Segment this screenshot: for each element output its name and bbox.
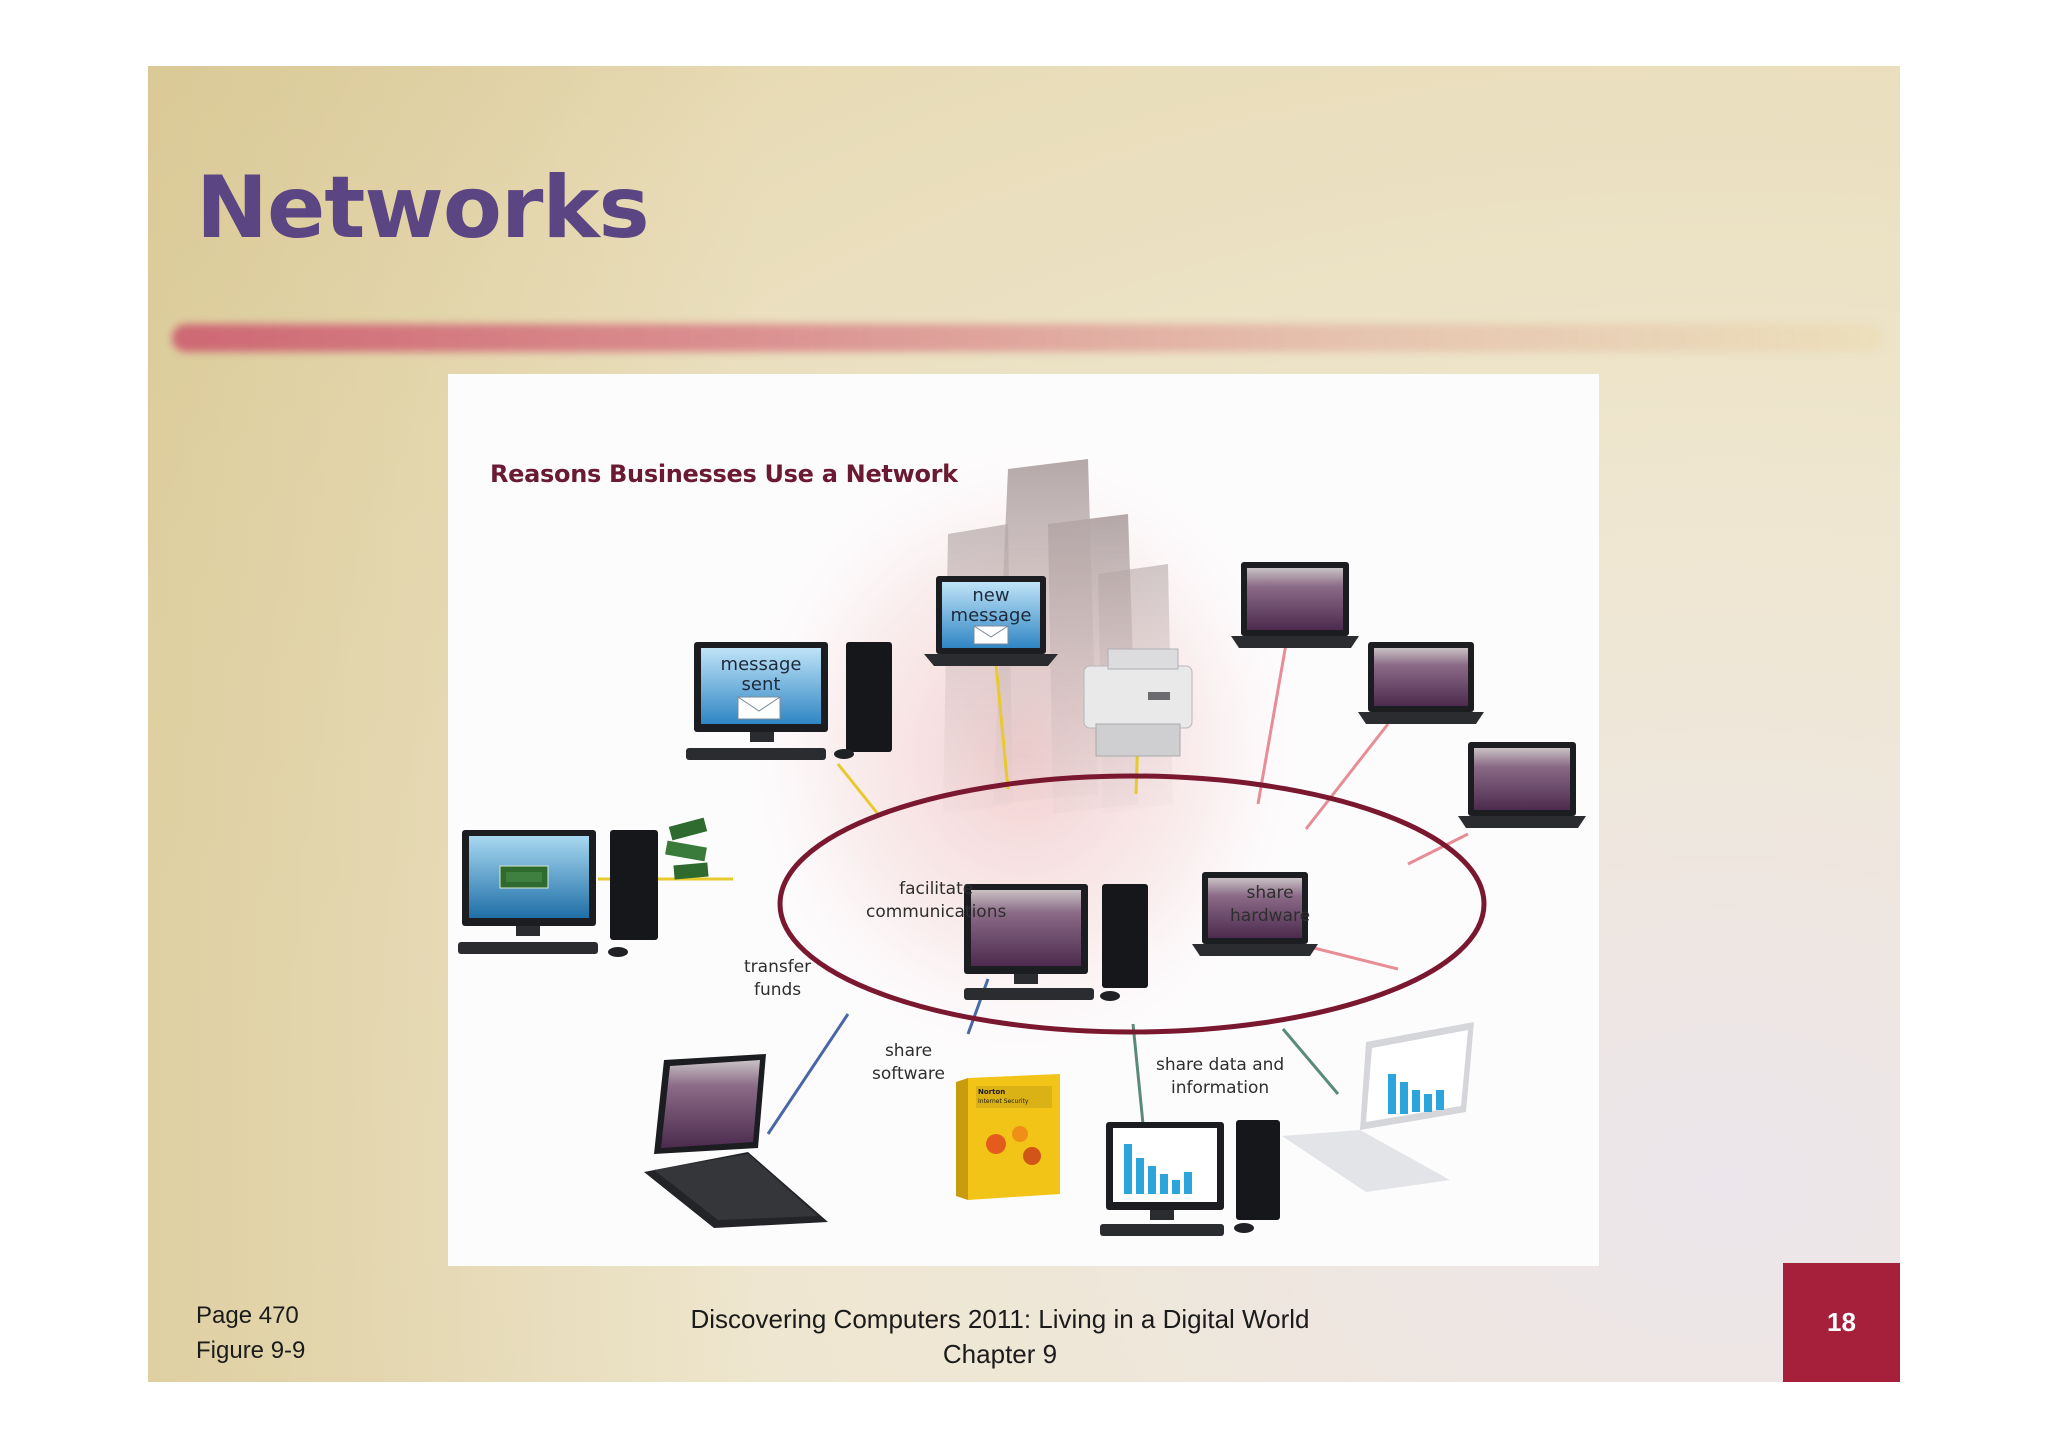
slide-title: Networks: [196, 158, 650, 258]
slide-number-badge: 18: [1783, 1263, 1900, 1382]
network-ring: [777, 773, 1487, 1035]
label-line: share: [1246, 883, 1294, 903]
network-diagram: message sent new message: [458, 424, 1586, 1236]
label-line: transfer: [744, 957, 812, 977]
label-line: software: [872, 1064, 946, 1084]
laptop-bottom-right: [1282, 1022, 1474, 1192]
label-line: funds: [753, 980, 802, 1000]
laptop-right-middle: [1358, 642, 1484, 724]
desktop-center: [964, 884, 1148, 1001]
footer-book-title: Discovering Computers 2011: Living in a …: [690, 1304, 1310, 1334]
screen-text-message: message: [721, 654, 802, 675]
box-text-product: Internet Security: [978, 1098, 1029, 1105]
label-transfer-funds: transfer funds: [744, 956, 811, 1002]
laptop-right-top: [1231, 562, 1359, 648]
printer-icon: [1083, 648, 1193, 757]
label-share-data-information: share data and information: [1156, 1054, 1284, 1100]
box-text-brand: Norton: [978, 1088, 1005, 1096]
footer-reference: Page 470 Figure 9-9: [196, 1298, 305, 1368]
screen-text-new: new: [972, 585, 1009, 606]
laptop-center-right: [1192, 872, 1318, 956]
slide: Networks: [148, 66, 1900, 1382]
label-share-software: share software: [872, 1040, 945, 1086]
screen-text-sent: sent: [742, 674, 781, 695]
laptop-right-bottom: [1458, 742, 1586, 828]
label-line: communications: [866, 902, 1007, 922]
label-line: hardware: [1230, 906, 1311, 926]
footer-book: Discovering Computers 2011: Living in a …: [670, 1302, 1330, 1372]
figure-title: Reasons Businesses Use a Network: [490, 460, 958, 488]
label-line: facilitate: [899, 879, 974, 899]
label-share-hardware: share hardware: [1230, 882, 1310, 928]
software-box-icon: Norton Internet Security: [956, 1074, 1060, 1200]
title-underline: [172, 324, 1882, 352]
footer-figure: Figure 9-9: [196, 1337, 306, 1364]
label-line: share data and: [1156, 1055, 1285, 1075]
label-facilitate-communications: facilitate communications: [866, 878, 1006, 924]
laptop-bottom-left: [644, 1054, 828, 1228]
desktop-transfer-funds: [458, 817, 709, 957]
label-line: share: [884, 1041, 933, 1061]
label-line: information: [1171, 1078, 1270, 1098]
network-figure: message sent new message: [448, 374, 1599, 1266]
desktop-message-sent: message sent: [686, 642, 892, 760]
laptop-new-message: new message: [924, 576, 1058, 666]
footer-page: Page 470: [196, 1302, 299, 1329]
footer-chapter: Chapter 9: [942, 1339, 1058, 1369]
screen-text-message2: message: [951, 605, 1032, 626]
desktop-bottom-chart: [1100, 1120, 1280, 1236]
